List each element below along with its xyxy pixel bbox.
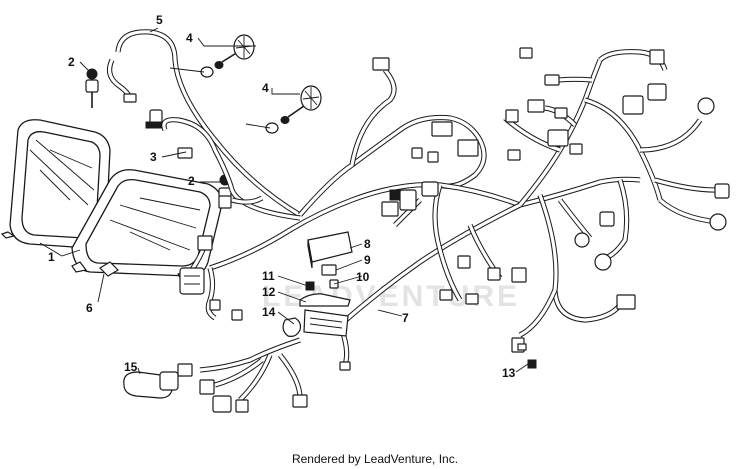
callout-3: 3 [150,150,157,164]
relay-fuse-block [282,231,353,337]
bulb-upper [85,68,99,108]
boot-15 [123,371,179,399]
callout-labels: 1 2 2 3 4 4 5 6 7 8 9 10 11 12 14 13 15 [48,13,516,380]
callout-1: 1 [48,250,55,264]
callout-6: 6 [86,301,93,315]
headlight-right [71,169,223,289]
callout-2-lower: 2 [188,174,195,188]
grommet-6 [99,261,119,277]
clip-13 [527,359,537,369]
callout-14: 14 [262,305,276,319]
adjuster-upper [200,34,255,78]
callout-11: 11 [262,269,275,283]
callout-5: 5 [156,13,163,27]
callout-12: 12 [262,285,276,299]
callout-2-upper: 2 [68,55,75,69]
callout-4-lower: 4 [262,81,269,95]
connector-group [177,47,730,413]
adjuster-lower [265,85,322,134]
callout-15: 15 [124,360,138,374]
footer-credit: Rendered by LeadVenture, Inc. [291,452,459,466]
callout-7: 7 [402,311,409,325]
callout-10: 10 [356,270,370,284]
callout-4-upper: 4 [186,31,193,45]
callout-13: 13 [502,366,516,380]
callout-8: 8 [364,237,371,251]
callout-9: 9 [364,253,371,267]
headlight-harness [106,29,302,221]
leader-lines [39,27,529,375]
